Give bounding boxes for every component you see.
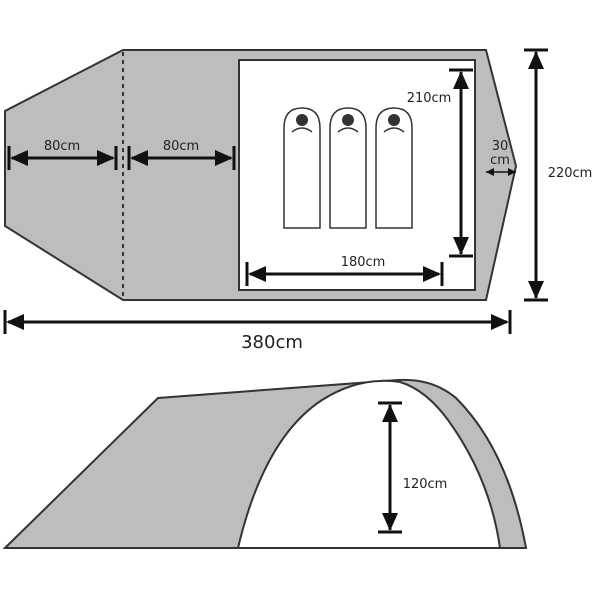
- rear-gap-unit-label: cm: [490, 153, 510, 168]
- total-width-label: 220cm: [548, 166, 593, 181]
- inner-width-label: 180cm: [341, 255, 386, 270]
- vestibule-middle-label: 80cm: [163, 139, 199, 154]
- total-length-label: 380cm: [241, 332, 303, 353]
- top-view: 80cm 80cm 210cm 30 cm: [3, 48, 593, 353]
- sleeping-bag-icon: [283, 107, 321, 229]
- dim-vestibule-middle: 80cm: [127, 139, 236, 170]
- side-view: 120cm: [2, 378, 528, 549]
- sleeping-bag-icon: [375, 107, 413, 229]
- height-label: 120cm: [403, 477, 448, 492]
- dim-vestibule-front: 80cm: [7, 139, 118, 170]
- dim-rear-gap: 30 cm: [486, 139, 516, 176]
- dim-inner-length: 210cm: [407, 68, 473, 258]
- dim-total-length: 380cm: [3, 310, 512, 353]
- sleeping-bag-icon: [329, 107, 367, 229]
- tent-entrance-arch: [236, 379, 502, 549]
- dim-inner-width: 180cm: [245, 255, 444, 286]
- rear-gap-value-label: 30: [492, 139, 509, 154]
- inner-length-label: 210cm: [407, 91, 452, 106]
- dim-total-width: 220cm: [524, 48, 593, 302]
- vestibule-front-label: 80cm: [44, 139, 80, 154]
- dim-height: 120cm: [378, 401, 448, 534]
